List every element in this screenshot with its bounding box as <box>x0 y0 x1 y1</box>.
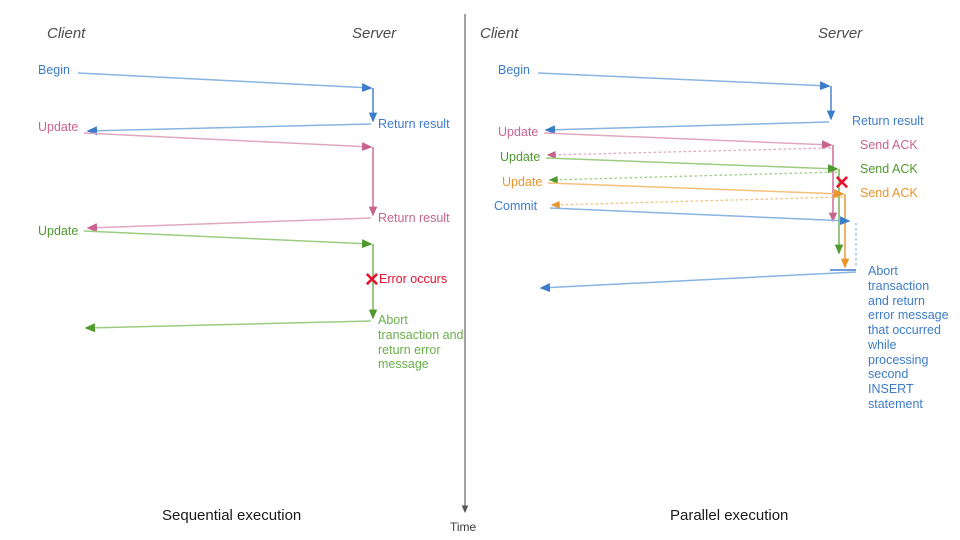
left-arrow-update-1 <box>83 132 378 217</box>
right-label-update-1: Update <box>498 125 539 139</box>
left-label-update-2: Update <box>38 224 79 238</box>
left-sequence-group <box>77 72 378 333</box>
right-arrow-send-ack-2 <box>548 171 838 184</box>
left-arrow-update-2 <box>83 230 378 320</box>
right-label-send-ack-2: Send ACK <box>860 162 918 176</box>
left-label-return-result-2: Return result <box>378 211 450 225</box>
left-arrow-return-result-2 <box>86 217 372 233</box>
error-x-icon-right: ✕ <box>834 173 850 194</box>
left-arrow-abort <box>84 320 372 333</box>
right-label-update-3: Update <box>502 175 543 189</box>
left-arrow-return-result-1 <box>86 123 372 136</box>
right-arrow-commit <box>549 207 857 268</box>
right-label-abort: Abort transaction and return error messa… <box>868 264 949 411</box>
left-label-begin: Begin <box>38 63 70 77</box>
left-arrow-begin <box>77 72 378 123</box>
left-caption: Sequential execution <box>162 507 302 524</box>
right-arrow-abort <box>539 269 857 293</box>
right-label-return-result: Return result <box>852 114 924 128</box>
right-label-send-ack-3: Send ACK <box>860 186 918 200</box>
right-label-send-ack-1: Send ACK <box>860 138 918 152</box>
right-label-commit: Commit <box>494 199 538 213</box>
right-label-begin: Begin <box>498 63 530 77</box>
right-arrow-return-result <box>544 121 830 135</box>
left-actor-client: Client <box>47 25 86 42</box>
right-arrow-update-1 <box>543 132 838 223</box>
right-arrow-send-ack-3 <box>550 196 844 209</box>
right-actor-server: Server <box>818 25 863 42</box>
left-label-update-1: Update <box>38 120 79 134</box>
left-actor-server: Server <box>352 25 397 42</box>
error-x-icon-left: ✕ <box>364 270 380 291</box>
right-sequence-group <box>537 72 857 293</box>
right-arrow-send-ack-1 <box>546 147 832 159</box>
right-actor-client: Client <box>480 25 519 42</box>
right-caption: Parallel execution <box>670 507 789 524</box>
left-label-return-result-1: Return result <box>378 117 450 131</box>
right-arrow-begin <box>537 72 836 121</box>
left-label-error: Error occurs <box>379 272 448 286</box>
right-arrow-update-3 <box>547 182 850 269</box>
time-axis-label: Time <box>450 520 477 534</box>
right-label-update-2: Update <box>500 150 541 164</box>
left-label-abort: Abort transaction and return error messa… <box>378 313 464 372</box>
right-arrow-update-2 <box>545 157 844 255</box>
